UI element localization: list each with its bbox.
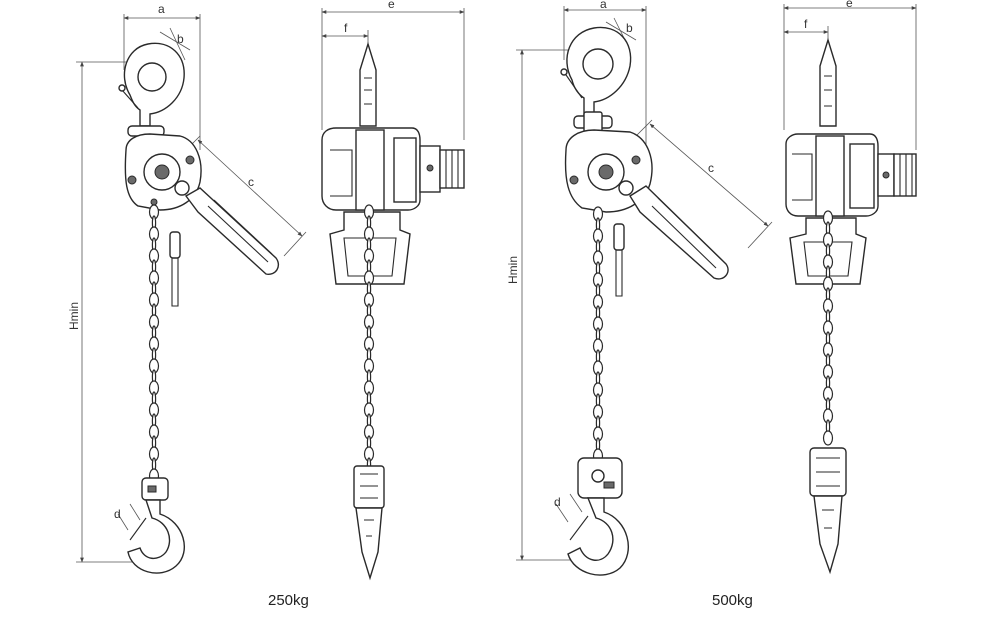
dim-label-e-250: e xyxy=(388,0,395,11)
dim-label-b: b xyxy=(177,32,184,46)
dim-label-a-500: a xyxy=(600,0,607,11)
dim-label-f-250: f xyxy=(344,21,348,35)
load-chain-500-front xyxy=(822,210,834,446)
load-chain-250-side xyxy=(148,204,160,484)
load-chain-500-side xyxy=(592,206,604,464)
dim-label-hmin: Hmin xyxy=(67,302,81,330)
hoist-500kg-front-view: e f xyxy=(783,0,917,575)
dim-label-hmin-500: Hmin xyxy=(506,256,520,284)
capacity-label-250: 250kg xyxy=(268,592,309,609)
dim-label-e-500: e xyxy=(846,0,853,10)
dim-label-f-500: f xyxy=(804,17,808,31)
hoist-500kg-side-view: a b c Hmin xyxy=(506,0,773,576)
dim-label-c-500: c xyxy=(708,161,714,175)
capacity-label-500: 500kg xyxy=(712,592,753,609)
dim-label-a: a xyxy=(158,2,165,16)
hoist-250kg-side-view: a b c Hmin xyxy=(67,2,307,574)
hoist-250kg-front-view: e f xyxy=(321,0,465,581)
chain-link xyxy=(822,430,834,446)
dim-label-b-500: b xyxy=(626,21,633,35)
load-chain-250-front xyxy=(363,204,375,473)
dim-label-c: c xyxy=(248,175,254,189)
dim-label-d-500: d xyxy=(554,495,561,509)
dim-label-d-250: d xyxy=(114,507,121,521)
